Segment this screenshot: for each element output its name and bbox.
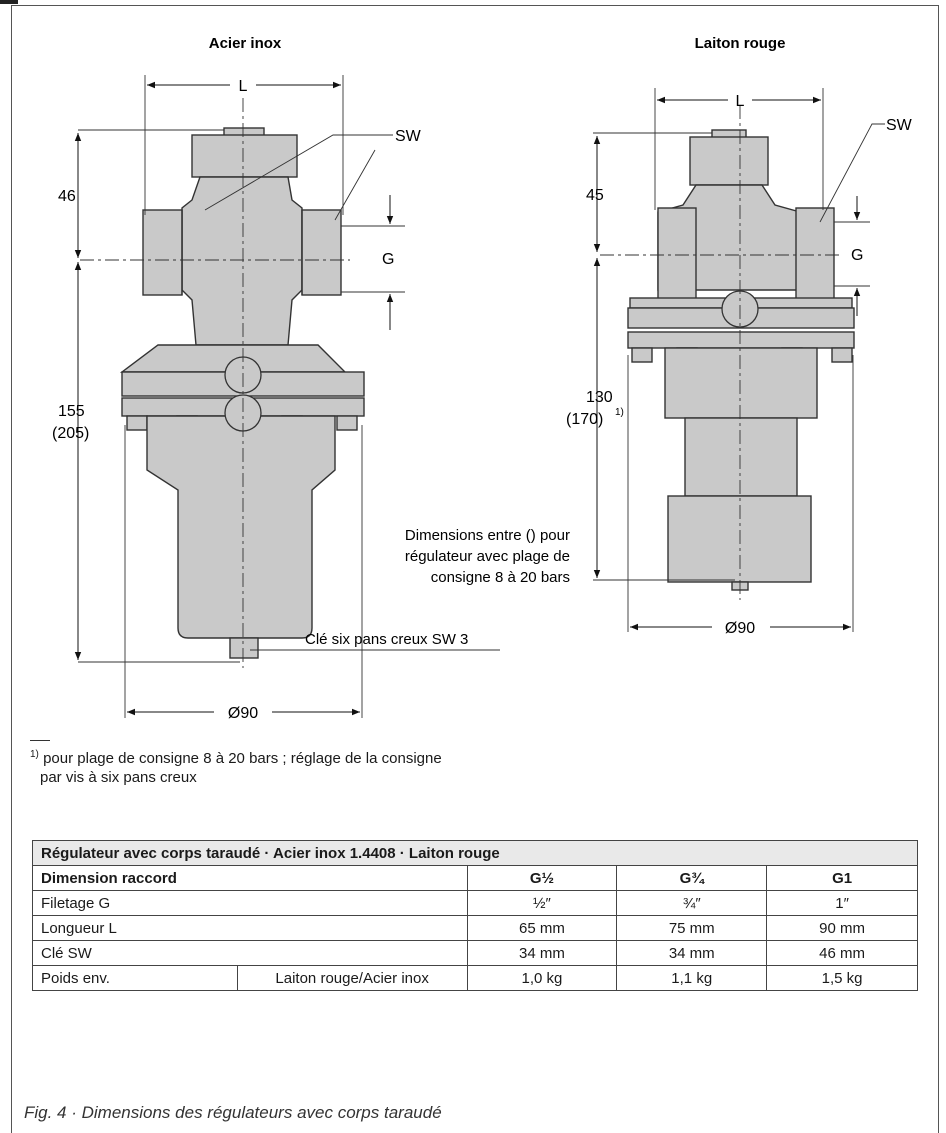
row-label: Filetage G [32, 890, 468, 916]
header-label: Dimension raccord [32, 865, 468, 891]
table-cell: 90 mm [766, 915, 918, 941]
table-cell: 1,0 kg [466, 965, 618, 991]
valve-body-redbrass [627, 129, 855, 591]
note-line-3: consigne 8 à 20 bars [431, 569, 570, 586]
figure-caption: Fig. 4 · Dimensions des régulateurs avec… [24, 1103, 442, 1122]
footnote-marker: 1) [30, 749, 39, 760]
table-title-row: Régulateur avec corps taraudé · Acier in… [32, 840, 918, 866]
dim-130: 130 [586, 389, 613, 406]
dim-G-redbrass: G [851, 247, 863, 264]
footnote-line-1: pour plage de consigne 8 à 20 bars ; rég… [38, 750, 442, 767]
table-cell: 1,1 kg [616, 965, 768, 991]
table-cell: 46 mm [766, 940, 918, 966]
dim-diameter-redbrass: Ø90 [725, 620, 755, 637]
page-corner-mark [0, 0, 18, 4]
drawing-stainless: Acier inox [52, 35, 500, 722]
header-col: G1 [766, 865, 918, 891]
technical-drawings: Acier inox [52, 35, 913, 722]
dim-170-footnote-ref: 1) [615, 407, 624, 418]
dim-L-stainless: L [239, 78, 248, 95]
key-note-stainless: Clé six pans creux SW 3 [305, 631, 468, 648]
dim-L-redbrass: L [736, 93, 745, 110]
drawing-title-redbrass: Laiton rouge [695, 35, 786, 52]
table-cell: 1,5 kg [766, 965, 918, 991]
note-line-2: régulateur avec plage de [405, 548, 570, 565]
header-col: G¾ [616, 865, 768, 891]
row-label: Poids env. [32, 965, 238, 991]
table-row: Longueur L 65 mm 75 mm 90 mm [32, 915, 918, 941]
table-cell: ¾″ [616, 890, 768, 916]
dim-170: (170) [566, 411, 603, 428]
row-sublabel: Laiton rouge/Acier inox [236, 965, 468, 991]
table-cell: 1″ [766, 890, 918, 916]
table-cell: 34 mm [616, 940, 768, 966]
table-cell: ½″ [466, 890, 618, 916]
table-cell: 34 mm [466, 940, 618, 966]
dim-SW-redbrass: SW [886, 117, 913, 134]
row-label: Longueur L [32, 915, 468, 941]
dim-155: 155 [58, 403, 85, 420]
dim-205: (205) [52, 425, 89, 442]
table-cell: 75 mm [616, 915, 768, 941]
dim-45: 45 [586, 187, 604, 204]
dim-46: 46 [58, 188, 76, 205]
table-cell: 65 mm [466, 915, 618, 941]
dim-G-stainless: G [382, 251, 394, 268]
drawing-redbrass: Laiton rouge L SW [405, 35, 913, 637]
table-header-row: Dimension raccord G½ G¾ G1 [32, 865, 918, 891]
figure-frame [11, 5, 939, 1133]
dim-SW-stainless: SW [395, 128, 422, 145]
row-label: Clé SW [32, 940, 468, 966]
table-row: Poids env. Laiton rouge/Acier inox 1,0 k… [32, 965, 918, 991]
table-row: Clé SW 34 mm 34 mm 46 mm [32, 940, 918, 966]
dim-diameter-stainless: Ø90 [228, 705, 258, 722]
footnote-line-2: par vis à six pans creux [40, 769, 197, 786]
drawing-title-stainless: Acier inox [209, 35, 282, 52]
table-row: Filetage G ½″ ¾″ 1″ [32, 890, 918, 916]
note-line-1: Dimensions entre () pour [405, 527, 570, 544]
footnote: 1) pour plage de consigne 8 à 20 bars ; … [30, 745, 442, 787]
table-title: Régulateur avec corps taraudé · Acier in… [32, 840, 918, 866]
header-col: G½ [466, 865, 618, 891]
dimension-table: Régulateur avec corps taraudé · Acier in… [32, 840, 918, 991]
footnote-rule [30, 740, 50, 741]
